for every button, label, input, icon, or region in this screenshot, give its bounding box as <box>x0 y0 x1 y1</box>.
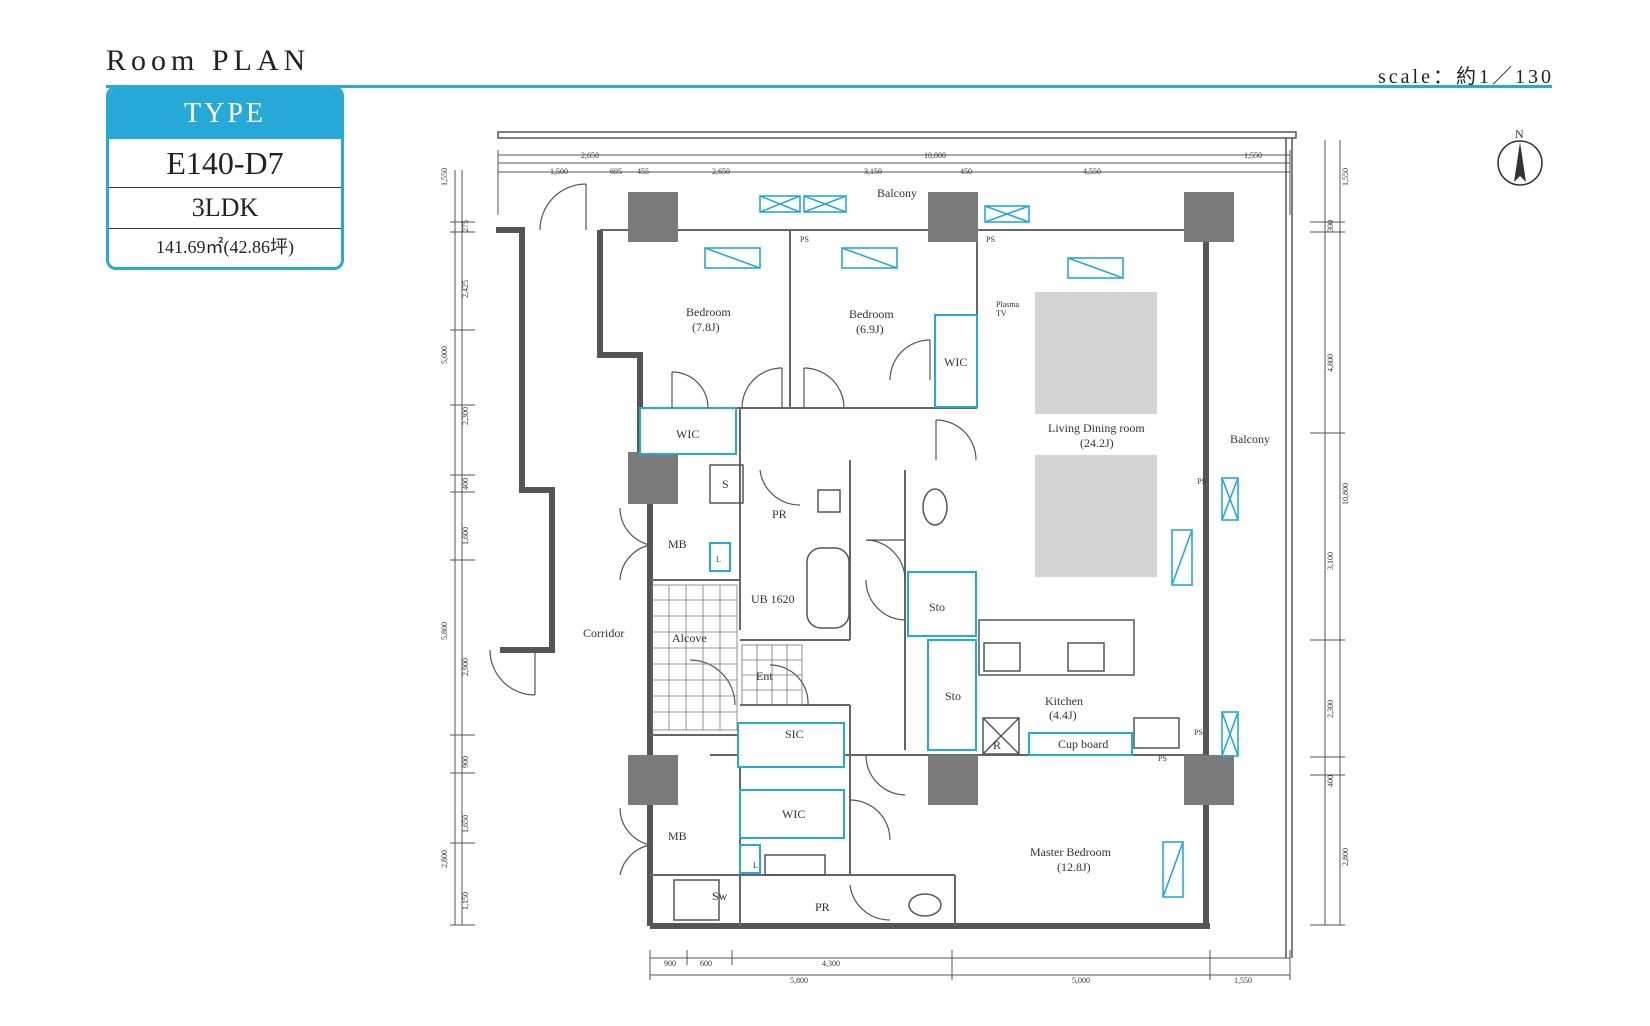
columns <box>628 192 1234 805</box>
label-wic-3: WIC <box>782 807 805 821</box>
dimension-labels: 2,650 10,800 1,550 1,500 695 455 2,650 3… <box>440 151 1350 985</box>
dim-right-3: 4,800 <box>1326 354 1335 372</box>
label-balcony-top: Balcony <box>877 186 917 200</box>
label-ub: UB 1620 <box>751 592 795 606</box>
label-bedroom-2-size: (6.9J) <box>856 322 884 336</box>
label-wic-2: WIC <box>676 427 699 441</box>
dim-top-a: 2,650 <box>581 151 599 160</box>
windows <box>704 195 1239 898</box>
type-code: E140-D7 <box>109 139 341 188</box>
label-l-2: L <box>753 861 758 870</box>
dim-bottom-5: 5,000 <box>1072 976 1090 985</box>
dim-left-5: 2,300 <box>461 407 470 425</box>
dim-left-12: 2,800 <box>440 850 449 868</box>
balcony-rails <box>497 131 1297 958</box>
dim-left-1: 1,550 <box>440 168 449 186</box>
type-layout: 3LDK <box>109 188 341 229</box>
dim-right-1: 1,550 <box>1341 168 1350 186</box>
dim-right-2: 300 <box>1326 220 1335 232</box>
label-pr-1: PR <box>772 507 787 521</box>
scale-label: scale：約1／130 <box>1378 66 1554 88</box>
north-arrow-icon: N <box>1497 127 1543 186</box>
label-r: R <box>993 738 1001 752</box>
furniture <box>1035 292 1157 577</box>
doors <box>489 183 977 921</box>
label-corridor: Corridor <box>583 626 624 640</box>
dim-bottom-2: 600 <box>700 959 712 968</box>
storage-blocks <box>639 314 1133 874</box>
label-kitchen: Kitchen <box>1045 694 1083 708</box>
page-title: Room PLAN <box>106 44 311 77</box>
label-mb-2: MB <box>668 829 687 843</box>
dim-right-5: 3,100 <box>1326 552 1335 570</box>
label-l-1: L <box>716 555 721 564</box>
type-heading: TYPE <box>109 89 341 139</box>
dimension-ticks <box>450 221 1345 980</box>
label-bedroom-2: Bedroom <box>849 307 894 321</box>
dim-top-5: 3,150 <box>864 167 882 176</box>
dim-top-3: 455 <box>637 167 649 176</box>
dim-top-2: 695 <box>610 167 622 176</box>
dim-left-4: 5,000 <box>440 346 449 364</box>
label-sic: SIC <box>785 727 804 741</box>
label-bedroom-1: Bedroom <box>686 305 731 319</box>
label-cupboard: Cup board <box>1058 737 1108 751</box>
label-master-size: (12.8J) <box>1057 860 1091 874</box>
label-ent: Ent <box>756 669 773 683</box>
label-alcove: Alcove <box>672 631 707 645</box>
label-living-size: (24.2J) <box>1080 436 1114 450</box>
label-plasma: Plasma <box>996 300 1020 309</box>
label-s: S <box>722 477 729 491</box>
dim-left-3: 2,425 <box>461 280 470 298</box>
dim-top-4: 2,650 <box>712 167 730 176</box>
label-sw: Sw <box>712 889 728 903</box>
label-plasma-tv: TV <box>996 309 1007 318</box>
dim-bottom-3: 4,300 <box>822 959 840 968</box>
label-ps-2: PS <box>986 235 995 244</box>
label-mb-1: MB <box>668 537 687 551</box>
compass-label: N <box>1515 127 1524 141</box>
dimension-lines <box>454 140 1341 976</box>
dim-bottom-4: 5,800 <box>790 976 808 985</box>
dim-left-10: 900 <box>461 756 470 768</box>
label-sto-1: Sto <box>929 600 945 614</box>
label-pr-2: PR <box>815 900 830 914</box>
dim-right-4: 10,800 <box>1341 483 1350 505</box>
label-ps-1: PS <box>800 235 809 244</box>
type-card: TYPE E140-D7 3LDK 141.69㎡(42.86坪) <box>106 86 344 270</box>
dim-top-1: 1,500 <box>550 167 568 176</box>
dim-left-13: 1,150 <box>461 892 470 910</box>
label-ps-5: PS <box>1158 754 1167 763</box>
dim-right-8: 2,800 <box>1341 848 1350 866</box>
dim-bottom-6: 1,550 <box>1234 976 1252 985</box>
label-ps-4: PS <box>1194 728 1203 737</box>
dim-left-9: 2,900 <box>461 658 470 676</box>
label-balcony-right: Balcony <box>1230 432 1270 446</box>
dim-left-11: 1,650 <box>461 815 470 833</box>
room-labels: Balcony Bedroom (7.8J) Bedroom (6.9J) Pl… <box>583 186 1270 914</box>
dim-left-7: 1,600 <box>461 527 470 545</box>
label-wic-1: WIC <box>944 355 967 369</box>
dim-left-8: 5,800 <box>440 622 449 640</box>
dim-right-6: 2,300 <box>1326 700 1335 718</box>
dim-top-7: 4,550 <box>1083 167 1101 176</box>
label-bedroom-1-size: (7.8J) <box>692 320 720 334</box>
dim-right-7: 400 <box>1326 775 1335 787</box>
label-kitchen-size: (4.4J) <box>1049 708 1077 722</box>
fixtures <box>673 464 1180 921</box>
dim-left-6: 400 <box>461 478 470 490</box>
alcove-grid <box>651 584 803 731</box>
label-master: Master Bedroom <box>1030 845 1112 859</box>
dim-top-right: 1,550 <box>1244 151 1262 160</box>
type-area: 141.69㎡(42.86坪) <box>156 237 294 257</box>
label-ps-3: PS <box>1197 477 1206 486</box>
header-rule <box>106 85 1552 88</box>
dim-left-2: 275 <box>461 220 470 232</box>
label-sto-2: Sto <box>945 689 961 703</box>
label-living: Living Dining room <box>1048 421 1145 435</box>
dim-top-6: 450 <box>960 167 972 176</box>
dim-bottom-1: 900 <box>664 959 676 968</box>
dim-top-total: 10,800 <box>924 151 946 160</box>
